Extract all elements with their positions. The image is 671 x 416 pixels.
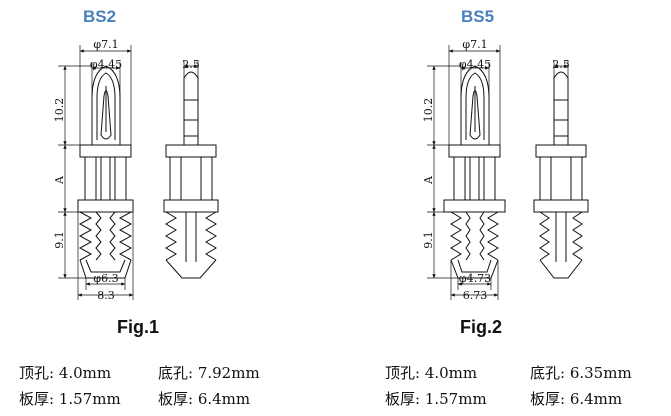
- fig2-title: BS5: [461, 7, 495, 26]
- fig2-side-width-dim: 2.5: [552, 58, 570, 71]
- fig2-inner-bottom-dim: φ4.73: [459, 272, 491, 285]
- fig2-height-bottom-dim: 9.1: [422, 231, 435, 249]
- fig2-side-dimension: [553, 60, 569, 80]
- fig1-inner-top-dim: φ4.45: [90, 58, 122, 71]
- fig2-dimensions: [427, 45, 501, 300]
- fig1-board-thickness-1: 板厚: 1.57mm: [19, 390, 121, 408]
- fig2-outer-top-dim: φ7.1: [462, 38, 487, 51]
- fig1-bottom-hole-spec: 底孔: 7.92mm: [158, 364, 260, 382]
- fig2-outer-bottom-dim: 6.73: [463, 289, 488, 302]
- fig2-side-view: [533, 71, 589, 279]
- fig1-top-hole-spec: 顶孔: 4.0mm: [19, 364, 112, 382]
- fig1-front-view: [77, 65, 134, 279]
- fig2-inner-top-dim: φ4.45: [459, 58, 491, 71]
- fig2-height-mid-dim: A: [422, 175, 435, 185]
- fig2-front-view: [443, 65, 506, 279]
- fig1-inner-bottom-dim: φ6.3: [93, 272, 118, 285]
- fig1-height-top-dim: 10.2: [53, 98, 66, 123]
- fig1-side-dimension: [183, 60, 199, 80]
- fig1-side-view: [163, 71, 219, 279]
- fig2-board-thickness-2: 板厚: 6.4mm: [530, 390, 623, 408]
- fig1-height-bottom-dim: 9.1: [53, 231, 66, 249]
- fig1-dimensions: [58, 45, 134, 300]
- fig1-outer-top-dim: φ7.1: [93, 38, 118, 51]
- fig2-top-hole-spec: 顶孔: 4.0mm: [385, 364, 478, 382]
- fig1-title: BS2: [83, 7, 117, 26]
- fig2-bottom-hole-spec: 底孔: 6.35mm: [530, 364, 632, 382]
- fig2-caption: Fig.2: [460, 317, 503, 337]
- fig2-board-thickness-1: 板厚: 1.57mm: [385, 390, 487, 408]
- fig1-height-mid-dim: A: [53, 175, 66, 185]
- fig1-side-width-dim: 2.5: [182, 58, 200, 71]
- fig1-caption: Fig.1: [117, 317, 160, 337]
- fig2-height-top-dim: 10.2: [422, 98, 435, 123]
- fig1-board-thickness-2: 板厚: 6.4mm: [158, 390, 251, 408]
- fig1-outer-bottom-dim: 8.3: [97, 289, 115, 302]
